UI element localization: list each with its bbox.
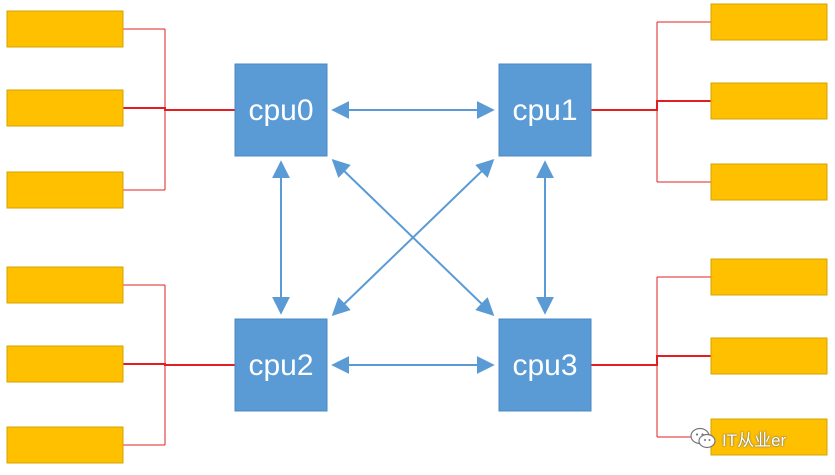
interconnect-layer (272, 101, 554, 374)
memory-bus-trunk (123, 363, 235, 366)
memory-bank (6, 426, 124, 464)
memory-bank (710, 3, 828, 41)
cpu-box-cpu1 (498, 63, 592, 157)
memory-bank (710, 258, 828, 296)
memory-bank (710, 337, 828, 375)
memory-bank (6, 266, 124, 304)
memory-bank (710, 82, 828, 120)
memory-bank (710, 163, 828, 201)
cpu-box-cpu3 (498, 318, 592, 412)
memory-bus-trunk (591, 100, 711, 111)
cpu-label-cpu1: cpu1 (512, 94, 577, 127)
memory-bank-layer (6, 3, 828, 464)
watermark: IT从业er (690, 425, 786, 451)
memory-bank (6, 171, 124, 209)
memory-bank (6, 10, 124, 48)
wechat-icon (690, 427, 716, 449)
watermark-text: IT从业er (722, 430, 787, 450)
cpu-box-cpu2 (234, 318, 328, 412)
cpu-layer: cpu0 cpu1 cpu2 cpu3 (234, 63, 592, 412)
cpu-label-cpu2: cpu2 (248, 349, 313, 382)
memory-bus-trunk (123, 107, 235, 111)
memory-bank (6, 345, 124, 383)
memory-bus-trunk (591, 355, 711, 366)
cpu-box-cpu0 (234, 63, 328, 157)
cpu-label-cpu0: cpu0 (248, 94, 313, 127)
memory-bank (6, 89, 124, 127)
cpu-label-cpu3: cpu3 (512, 349, 577, 382)
memory-bus-layer (123, 21, 711, 446)
interconnect-arrow (331, 158, 495, 317)
memory-bank (710, 418, 828, 456)
